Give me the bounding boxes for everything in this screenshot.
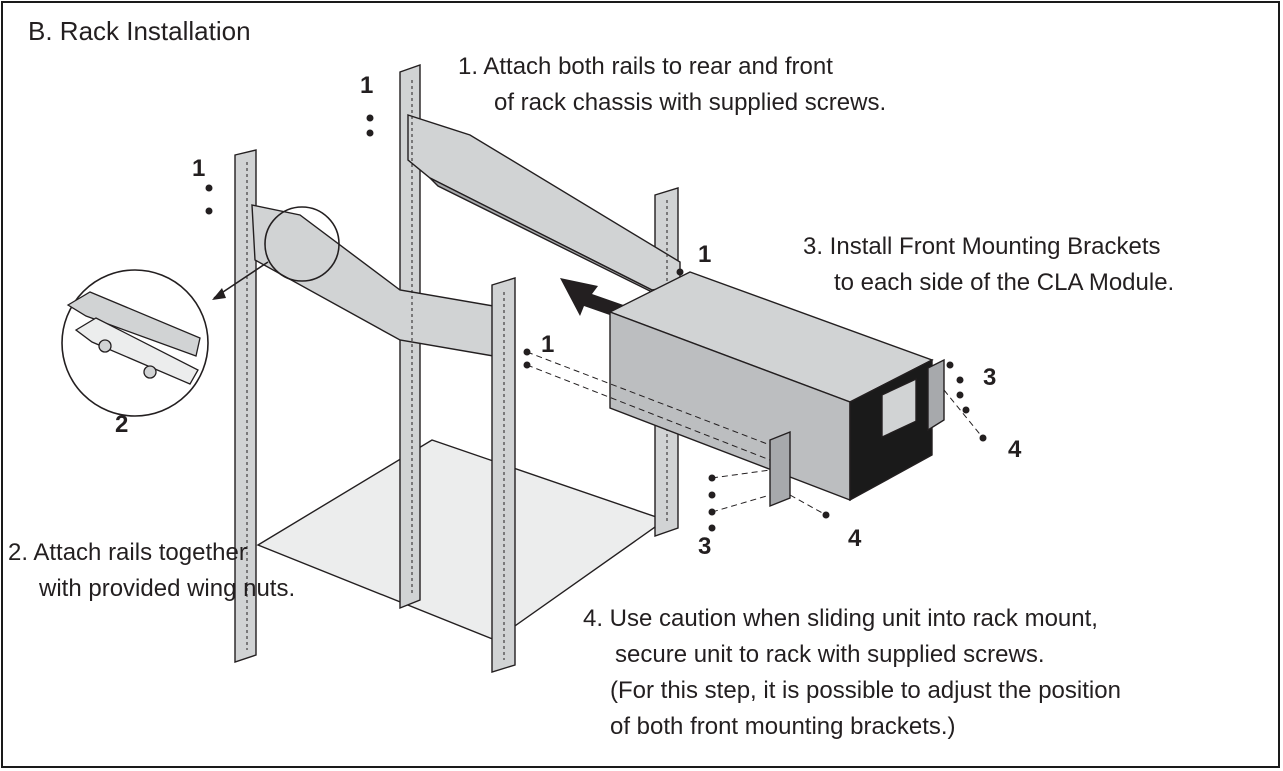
step-4-line-1: 4. Use caution when sliding unit into ra…	[583, 605, 1098, 632]
callout-1-right: 1	[698, 241, 712, 268]
rail-rear	[407, 114, 681, 291]
diagram-title: B. Rack Installation	[28, 16, 251, 46]
detail-source-circle	[264, 206, 340, 282]
callout-1-top: 1	[360, 72, 374, 99]
callout-4-bottom: 4	[848, 525, 862, 552]
callout-1-left: 1	[192, 155, 206, 182]
step-4-line-2: secure unit to rack with supplied screws…	[615, 641, 1045, 668]
step-4-line-4: of both front mounting brackets.)	[610, 713, 956, 740]
rail-front	[251, 204, 506, 359]
callout-1-middle: 1	[541, 331, 555, 358]
callout-4-right: 4	[1008, 436, 1022, 463]
bracket-left	[769, 430, 791, 508]
callout-2: 2	[115, 411, 129, 438]
step-3-line-1: 3. Install Front Mounting Brackets	[803, 233, 1161, 260]
step-1-line-1: 1. Attach both rails to rear and front	[458, 53, 833, 80]
step-2-line-1: 2. Attach rails together	[8, 539, 247, 566]
cla-module-display	[881, 378, 917, 439]
step-3-line-2: to each side of the CLA Module.	[834, 269, 1175, 296]
step-4-line-3: (For this step, it is possible to adjust…	[610, 677, 1121, 704]
callout-3-right: 3	[983, 364, 997, 391]
step-1-line-2: of rack chassis with supplied screws.	[494, 89, 887, 116]
callout-3-bottom: 3	[698, 533, 712, 560]
step-2-line-2: with provided wing nuts.	[39, 575, 296, 602]
rack-post-front-left	[234, 149, 257, 663]
bracket-right	[927, 358, 945, 432]
